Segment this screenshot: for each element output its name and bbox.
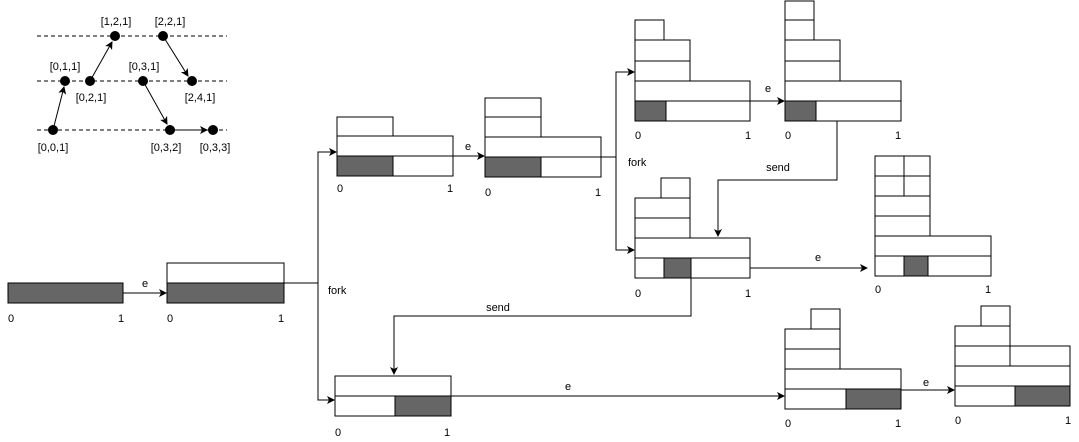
- event-label: e: [815, 252, 821, 264]
- axis-one: 1: [745, 130, 751, 142]
- stamp-k: 0 1: [954, 305, 1071, 427]
- event-dot: [138, 76, 148, 86]
- axis-zero: 0: [635, 130, 641, 142]
- stamp-i: 0 1: [334, 375, 452, 439]
- send-label: send: [766, 162, 790, 174]
- stamp-g: 0 1: [634, 177, 751, 300]
- fork-label: fork: [628, 157, 647, 169]
- axis-zero: 0: [337, 183, 343, 195]
- event-dot: [48, 125, 58, 135]
- clock-label: [0,3,2]: [151, 142, 182, 154]
- axis-one: 1: [895, 130, 901, 142]
- axis-zero: 0: [335, 427, 341, 439]
- axis-one: 1: [444, 427, 450, 439]
- event-label: e: [923, 377, 929, 389]
- clock-label: [2,2,1]: [155, 16, 186, 28]
- event-dot: [60, 76, 70, 86]
- clock-label: [2,4,1]: [185, 92, 216, 104]
- clock-label: [0,0,1]: [38, 142, 69, 154]
- axis-one: 1: [595, 187, 601, 199]
- stamp-c: 0 1: [336, 116, 454, 195]
- stamp-e: 0 1: [634, 19, 751, 142]
- axis-zero: 0: [635, 288, 641, 300]
- clock-label: [0,2,1]: [76, 92, 107, 104]
- axis-zero: 0: [167, 313, 173, 325]
- axis-zero: 0: [875, 284, 881, 296]
- send-label: send: [486, 302, 510, 314]
- axis-zero: 0: [955, 415, 961, 427]
- stamp-h: 0 1: [874, 155, 992, 296]
- connectors: e fork e fork e send e send e e: [123, 68, 955, 404]
- clock-label: [0,3,1]: [129, 61, 160, 73]
- stamp-f: 0 1: [784, 0, 902, 142]
- axis-one: 1: [1065, 415, 1071, 427]
- event-dot: [165, 125, 175, 135]
- axis-one: 1: [118, 313, 124, 325]
- event-dot: [208, 125, 218, 135]
- clock-label: [0,3,3]: [200, 142, 231, 154]
- event-dot: [187, 76, 197, 86]
- axis-one: 1: [895, 418, 901, 430]
- event-label: e: [565, 381, 571, 393]
- vector-clock-diagram: [0,0,1] [0,1,1] [0,2,1] [1,2,1] [2,2,1] …: [37, 16, 230, 154]
- event-dot: [110, 31, 120, 41]
- stamp-a: 0 1: [7, 282, 124, 325]
- event-label: e: [465, 141, 471, 153]
- axis-zero: 0: [785, 130, 791, 142]
- axis-one: 1: [985, 284, 991, 296]
- axis-one: 1: [278, 313, 284, 325]
- fork-label: fork: [328, 285, 347, 297]
- axis-zero: 0: [785, 418, 791, 430]
- event-dot: [85, 76, 95, 86]
- event-dot: [158, 31, 168, 41]
- stamp-b: 0 1: [166, 262, 285, 325]
- clock-label: [0,1,1]: [50, 61, 81, 73]
- stamp-j: 0 1: [784, 308, 902, 430]
- axis-one: 1: [745, 288, 751, 300]
- axis-zero: 0: [485, 187, 491, 199]
- axis-zero: 0: [8, 313, 14, 325]
- event-label: e: [142, 278, 148, 290]
- event-label: e: [765, 83, 771, 95]
- clock-label: [1,2,1]: [101, 16, 132, 28]
- stamp-d: 0 1: [484, 97, 602, 199]
- axis-one: 1: [447, 183, 453, 195]
